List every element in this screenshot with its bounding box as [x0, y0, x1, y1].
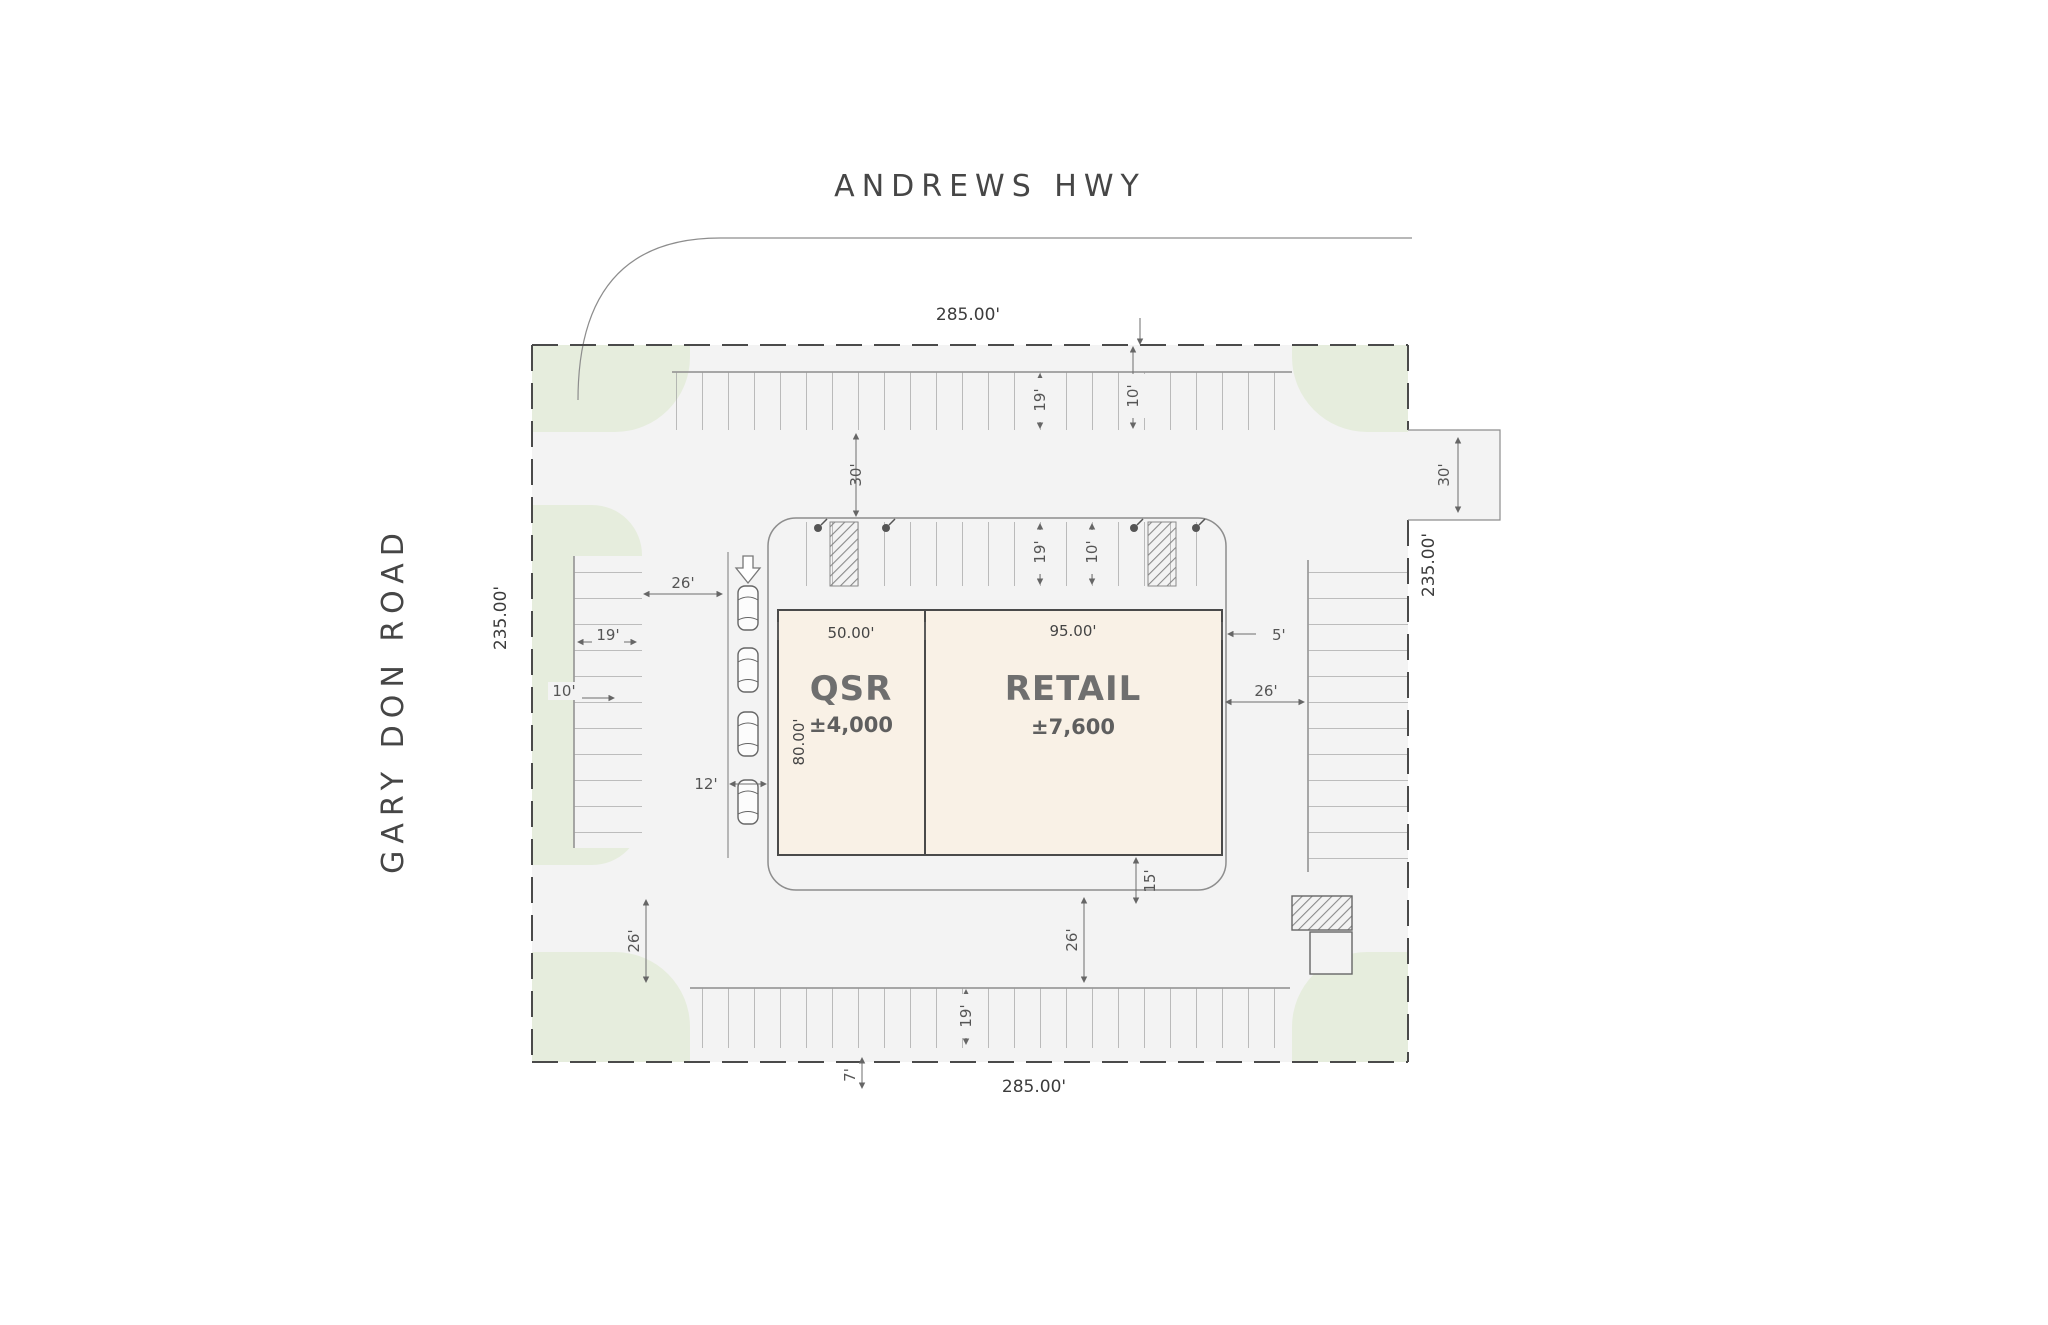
dim-east-setback: 5' — [1272, 626, 1286, 644]
striped-no-parking-zone-west — [829, 521, 859, 587]
landscape-northeast — [1292, 345, 1408, 432]
qsr-depth-dim: 80.00' — [790, 718, 808, 765]
trash-enclosure — [1290, 894, 1354, 975]
drive-thru-direction-arrow-icon — [734, 555, 762, 585]
dim-west-stall-depth: 19' — [596, 626, 619, 644]
boundary-dim-east: 235.00' — [1419, 533, 1439, 597]
property-boundary — [531, 344, 1409, 1063]
car-icon — [737, 585, 759, 631]
car-icon — [737, 711, 759, 757]
dim-east-aisle: 26' — [1254, 682, 1277, 700]
landscape-southwest — [532, 952, 690, 1062]
landscape-southeast — [1292, 952, 1408, 1062]
east-driveway-paving — [1408, 430, 1500, 520]
parking-row-north — [672, 371, 1292, 430]
trash-enclosure-pad — [1291, 895, 1353, 931]
dim-west-aisle: 26' — [671, 574, 694, 592]
drive-thru-lane — [727, 552, 762, 858]
parking-row-east — [1307, 560, 1408, 872]
boundary-dim-west: 235.00' — [491, 586, 511, 650]
parking-row-building-front — [800, 518, 1212, 587]
dim-front-stall-depth: 19' — [1031, 540, 1049, 563]
landscape-northwest — [532, 345, 690, 432]
road-label-gary-don-road: GARY DON ROAD — [376, 526, 411, 874]
boundary-dim-north: 285.00' — [936, 305, 1000, 325]
dim-rear-setback: 15' — [1141, 869, 1159, 892]
qsr-label: QSR — [810, 669, 893, 709]
striped-no-parking-zone-east — [1147, 521, 1177, 587]
dim-north-stall-depth: 19' — [1031, 388, 1049, 411]
retail-label: RETAIL — [1005, 669, 1142, 709]
building-footprint — [777, 609, 1223, 856]
dim-south-aisle: 26' — [1063, 928, 1081, 951]
trash-enclosure-yard — [1309, 931, 1353, 975]
dim-drive-thru-lane: 12' — [694, 775, 717, 793]
building — [777, 609, 1223, 856]
dim-east-driveway: 30' — [1435, 463, 1453, 486]
dim-north-strip: 10' — [1124, 384, 1142, 407]
car-icon — [737, 779, 759, 825]
dim-front-strip: 10' — [1083, 540, 1101, 563]
parking-row-west — [573, 556, 642, 848]
dim-south-stall-depth: 19' — [957, 1004, 975, 1027]
car-icon — [737, 647, 759, 693]
qsr-area: ±4,000 — [809, 713, 893, 737]
dim-south-strip: 7' — [841, 1068, 859, 1082]
dim-southwest-aisle: 26' — [625, 929, 643, 952]
parking-row-south — [690, 987, 1290, 1048]
dim-front-aisle: 30' — [847, 463, 865, 486]
east-driveway-outline — [1408, 429, 1501, 521]
retail-width-dim: 95.00' — [1049, 622, 1096, 640]
road-label-andrews-hwy: ANDREWS HWY — [834, 169, 1146, 204]
retail-area: ±7,600 — [1031, 715, 1115, 739]
dimension-halos — [548, 374, 1145, 1038]
qsr-width-dim: 50.00' — [827, 624, 874, 642]
boundary-dim-south: 285.00' — [1002, 1077, 1066, 1097]
dim-west-stall-width: 10' — [552, 682, 575, 700]
road-curve — [577, 237, 1412, 401]
